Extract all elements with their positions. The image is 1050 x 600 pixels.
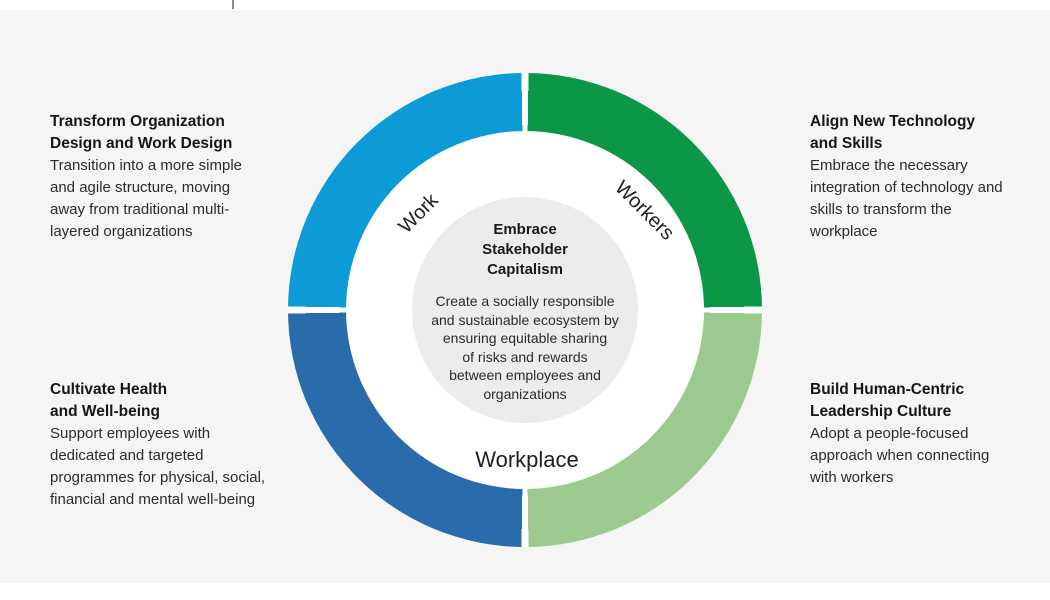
center-title: Embrace Stakeholder Capitalism <box>482 221 568 278</box>
block-title: Cultivate Health and Well-being <box>50 381 168 420</box>
text-block-transform-organization: Transform Organization Design and Work D… <box>50 111 310 243</box>
text-block-cultivate-health: Cultivate Health and Well-being Support … <box>50 379 320 511</box>
text-block-align-new-technology: Align New Technology and Skills Embrace … <box>810 111 1040 243</box>
top-tick-mark <box>232 0 234 9</box>
center-circle: Embrace Stakeholder Capitalism Create a … <box>412 197 638 423</box>
block-body: Adopt a people-focused approach when con… <box>810 425 990 486</box>
ring-label-workplace: Workplace <box>475 447 579 472</box>
block-title: Transform Organization Design and Work D… <box>50 113 233 152</box>
block-title: Build Human-Centric Leadership Culture <box>810 381 965 420</box>
center-body: Create a socially responsible and sustai… <box>431 293 619 402</box>
block-body: Support employees with dedicated and tar… <box>50 425 266 508</box>
donut-diagram: Work Workers Workplace Embrace Stakehold… <box>288 73 762 547</box>
text-block-build-human-centric: Build Human-Centric Leadership Culture A… <box>810 379 1040 489</box>
block-body: Transition into a more simple and agile … <box>50 157 243 240</box>
block-title: Align New Technology and Skills <box>810 113 976 152</box>
content-area: Transform Organization Design and Work D… <box>0 10 1050 583</box>
block-body: Embrace the necessary integration of tec… <box>810 157 1003 240</box>
